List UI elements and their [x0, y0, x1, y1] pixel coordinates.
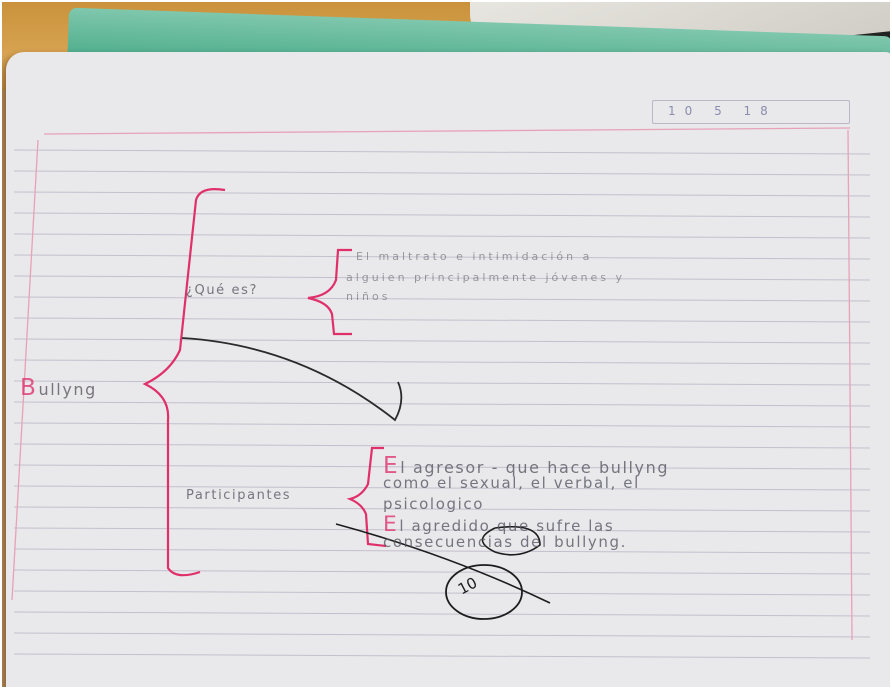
ruled-line	[13, 653, 871, 659]
ruled-line	[13, 611, 871, 617]
definition-line-2: alguien principalmente jóvenes y	[346, 271, 626, 284]
participant-line-4: El agredido que sufre las	[383, 512, 614, 537]
ruled-line	[13, 170, 871, 176]
branch-label-participants: Participantes	[186, 488, 292, 503]
ruled-lines	[13, 149, 871, 659]
grade-circle	[445, 564, 523, 620]
participant-line-3: psicologico	[383, 495, 484, 513]
branch-1-bracket	[307, 248, 352, 336]
ruled-line	[13, 191, 871, 197]
top-margin-line	[43, 127, 851, 135]
root-bracket	[142, 188, 226, 577]
participant-line-3-text: psicologico	[383, 495, 484, 513]
ruled-line	[13, 338, 871, 344]
root-initial: B	[20, 374, 38, 401]
participant-line-5-text: consecuencias del bullyng.	[383, 533, 627, 551]
ruled-line	[13, 632, 871, 638]
definition-line-1: El maltrato e intimidación a	[356, 250, 593, 263]
ruled-line	[13, 464, 871, 470]
ruled-line	[13, 401, 871, 407]
ruled-line	[13, 359, 871, 365]
ruled-line	[13, 506, 871, 512]
ruled-line	[13, 443, 871, 449]
ruled-line	[13, 275, 871, 281]
ruled-line	[13, 569, 871, 575]
branch-label-what-is: ¿Qué es?	[186, 283, 258, 298]
ruled-line	[13, 380, 871, 386]
participant-line-1: El agresor - que hace bullyng	[383, 452, 669, 479]
definition-line-3: niños	[346, 290, 391, 303]
ruled-line	[13, 212, 871, 218]
ruled-line	[13, 485, 871, 491]
ruled-line	[13, 317, 871, 323]
ruled-line	[13, 233, 871, 239]
left-margin-line	[11, 139, 39, 601]
ruled-line	[13, 149, 871, 155]
participant-line-5: consecuencias del bullyng.	[383, 533, 627, 551]
participant-line-1-initial: E	[383, 452, 400, 479]
participant-line-2-text: como el sexual, el verbal, el	[383, 474, 640, 492]
right-margin-line	[847, 129, 853, 641]
branch-2-bracket	[346, 446, 387, 548]
root-topic: Bullyng	[20, 374, 97, 401]
arrow-scribble	[181, 337, 403, 422]
ruled-line	[13, 548, 871, 554]
ruled-line	[13, 422, 871, 428]
participant-line-2: como el sexual, el verbal, el	[383, 474, 640, 492]
participant-line-4-initial: E	[383, 512, 399, 537]
correction-strike	[335, 523, 551, 604]
correction-loop	[481, 526, 541, 556]
ruled-line	[13, 590, 871, 596]
ruled-line	[13, 254, 871, 260]
root-rest: ullyng	[38, 380, 97, 399]
date-text: 10 5 18	[668, 104, 777, 118]
ruled-line	[13, 296, 871, 302]
participant-line-4-text: l agredido que sufre las	[399, 517, 615, 535]
date-box	[652, 100, 850, 124]
ruled-line	[13, 527, 871, 533]
participant-line-1-text: l agresor - que hace bullyng	[400, 458, 670, 477]
